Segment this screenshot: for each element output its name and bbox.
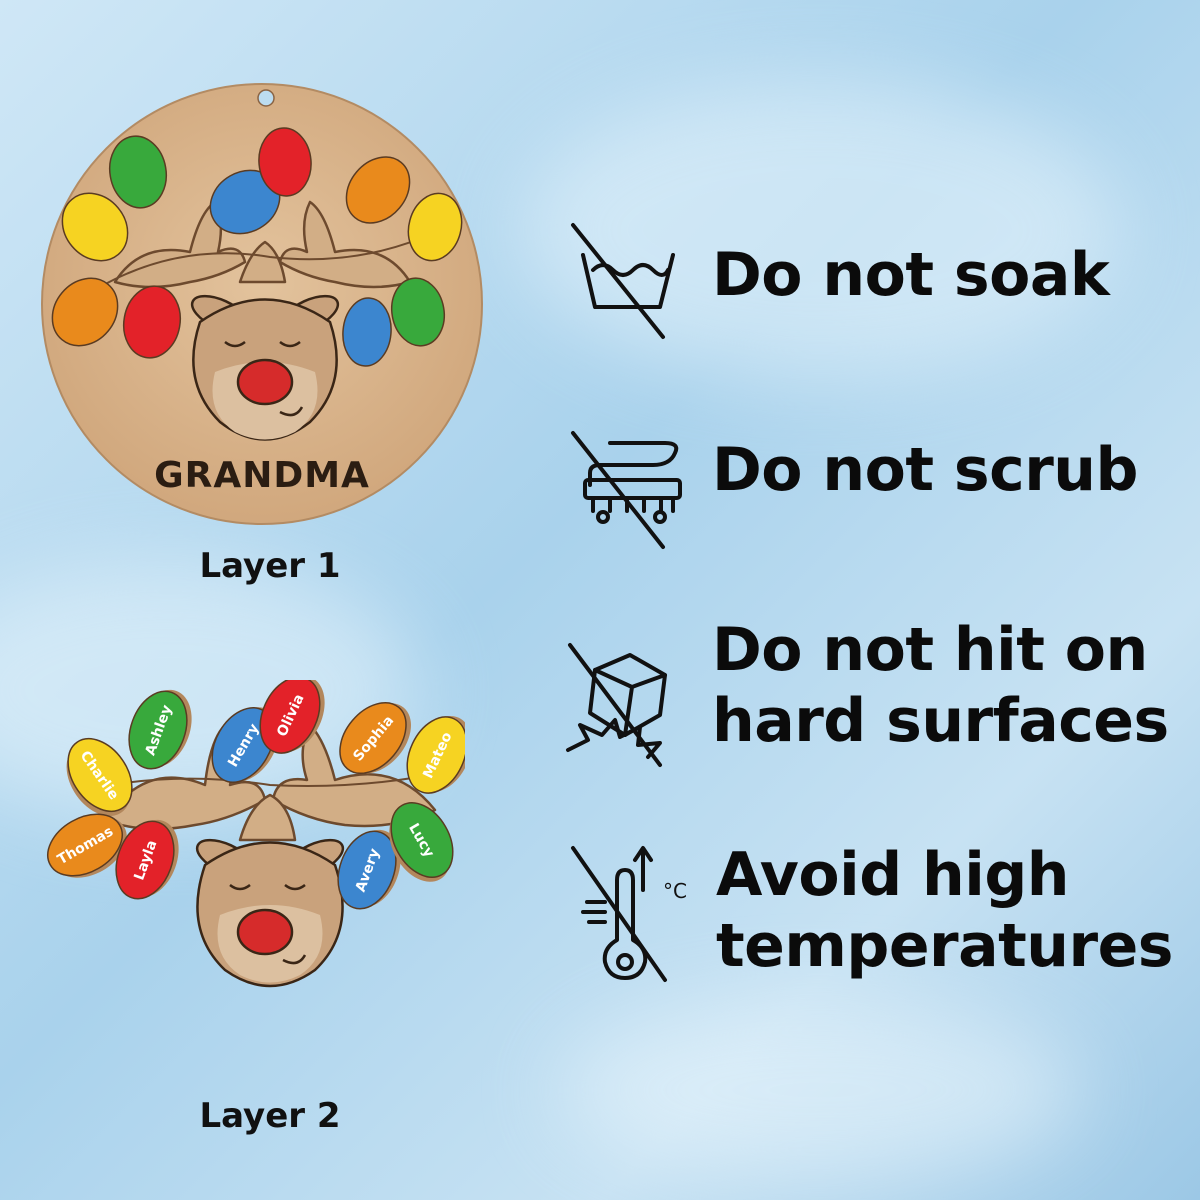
ornament-text: GRANDMA (154, 455, 370, 496)
light-wire (99, 231, 436, 288)
no-hit-text: Do not hit on hard surfaces (712, 615, 1169, 756)
red-nose (236, 908, 294, 956)
layer1-label: Layer 1 (199, 546, 341, 586)
name-bulb: Avery (337, 829, 401, 910)
red-nose (236, 358, 294, 406)
name-bulb: Layla (115, 819, 179, 900)
reindeer-head (195, 838, 345, 988)
reindeer-head (190, 294, 340, 441)
layer1-bulbs (51, 127, 463, 367)
no-hit-icon (566, 643, 667, 767)
no-soak-icon (571, 223, 675, 339)
no-scrub-icon (571, 431, 682, 549)
no-heat-icon: °C (571, 846, 687, 982)
no-heat-text: Avoid high temperatures (716, 840, 1174, 981)
name-bulb: Mateo (406, 715, 465, 794)
layer2-label: Layer 2 (199, 1096, 341, 1136)
name-bulb: Sophia (339, 702, 411, 774)
celsius-label: °C (663, 879, 687, 903)
name-bulb: Ashley (128, 689, 192, 770)
name-bulb: Olivia (259, 680, 325, 754)
no-scrub-text: Do not scrub (712, 435, 1138, 505)
name-bulb: Lucy (389, 802, 454, 882)
light-wire (84, 769, 456, 791)
no-soak-text: Do not soak (712, 240, 1110, 310)
name-bulb: Charlie (66, 738, 133, 816)
name-bulb: Thomas (47, 813, 127, 878)
layer1-ornament: GRANDMA (41, 83, 483, 525)
hanging-hole (257, 89, 275, 107)
